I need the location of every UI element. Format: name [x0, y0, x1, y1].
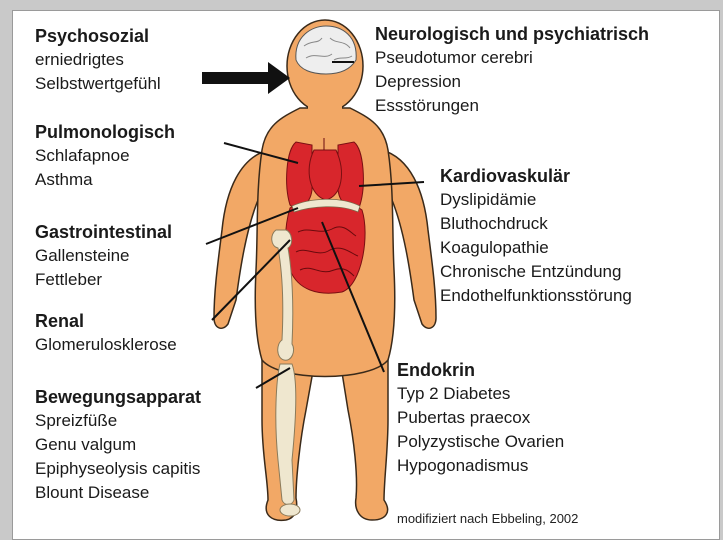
group-item: Epiphyseolysis capitis — [35, 457, 201, 481]
group-item: Chronische Entzündung — [440, 260, 632, 284]
group-title: Psychosozial — [35, 24, 161, 48]
group-item: Bluthochdruck — [440, 212, 632, 236]
group-item: Endothelfunktionsstörung — [440, 284, 632, 308]
group-item: Pseudotumor cerebri — [375, 46, 649, 70]
group-renal: Renal Glomerulosklerose — [35, 309, 177, 357]
group-title: Bewegungsapparat — [35, 385, 201, 409]
group-title: Gastrointestinal — [35, 220, 172, 244]
group-item: Fettleber — [35, 268, 172, 292]
group-endokrin: Endokrin Typ 2 Diabetes Pubertas praecox… — [397, 358, 564, 478]
group-item: Essstörungen — [375, 94, 649, 118]
group-title: Renal — [35, 309, 177, 333]
group-item: Typ 2 Diabetes — [397, 382, 564, 406]
group-title: Pulmonologisch — [35, 120, 175, 144]
group-title: Kardiovaskulär — [440, 164, 632, 188]
group-item: Schlafapnoe — [35, 144, 175, 168]
group-title: Endokrin — [397, 358, 564, 382]
group-item: Blount Disease — [35, 481, 201, 505]
group-item: Pubertas praecox — [397, 406, 564, 430]
group-item: Polyzystische Ovarien — [397, 430, 564, 454]
group-title: Neurologisch und psychiatrisch — [375, 22, 649, 46]
group-item: Genu valgum — [35, 433, 201, 457]
group-psychosozial: Psychosozial erniedrigtes Selbstwertgefü… — [35, 24, 161, 96]
group-item: Asthma — [35, 168, 175, 192]
organs — [286, 142, 366, 293]
group-pulmo: Pulmonologisch Schlafapnoe Asthma — [35, 120, 175, 192]
group-kardio: Kardiovaskulär Dyslipidämie Bluthochdruc… — [440, 164, 632, 308]
group-item: Depression — [375, 70, 649, 94]
group-item: Dyslipidämie — [440, 188, 632, 212]
group-item: Spreizfüße — [35, 409, 201, 433]
group-bewegung: Bewegungsapparat Spreizfüße Genu valgum … — [35, 385, 201, 505]
group-neuro: Neurologisch und psychiatrisch Pseudotum… — [375, 22, 649, 118]
group-item: Glomerulosklerose — [35, 333, 177, 357]
group-gastro: Gastrointestinal Gallensteine Fettleber — [35, 220, 172, 292]
source-credit: modifiziert nach Ebbeling, 2002 — [397, 511, 578, 526]
group-item: Hypogonadismus — [397, 454, 564, 478]
group-item: Koagulopathie — [440, 236, 632, 260]
group-item: Gallensteine — [35, 244, 172, 268]
pointer-arrow — [202, 62, 290, 94]
group-item: Selbstwertgefühl — [35, 72, 161, 96]
group-item: erniedrigtes — [35, 48, 161, 72]
